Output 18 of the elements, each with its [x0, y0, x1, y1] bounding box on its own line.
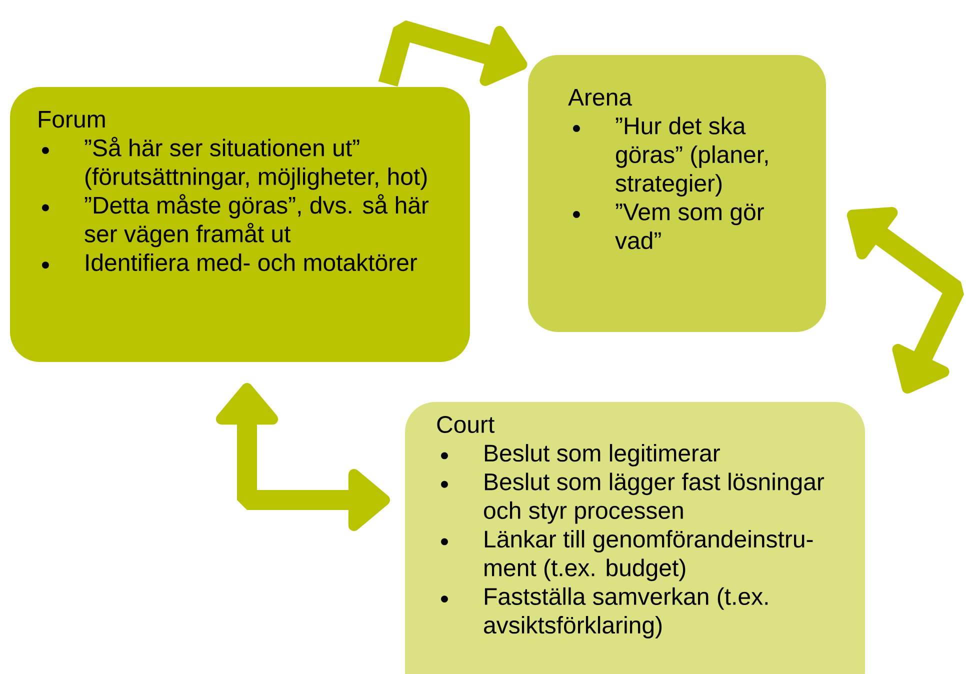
bullet-item: Identifiera med- och motaktörer	[42, 253, 418, 272]
bullet-item: ”Vem som gör vad”	[573, 204, 764, 250]
arrow	[846, 207, 966, 394]
arrow	[216, 383, 390, 532]
rounded-box	[10, 87, 470, 362]
bullet-item: Beslut som lägger fast lösningar och styr processen	[441, 472, 824, 524]
bullet-item: Länkar till genomförandeinstru- ment (t.ex. budget)	[441, 530, 813, 582]
bullet-item: Beslut som legitimerar	[441, 444, 720, 466]
bullet-item: Fastställa samverkan (t.ex. avsiktsförklaring)	[441, 587, 768, 638]
rounded-box	[528, 55, 826, 332]
arrow	[378, 20, 528, 87]
heading: Arena	[568, 89, 632, 106]
heading: Forum	[38, 111, 105, 128]
bullet-item: ”Så här ser situationen ut” (förutsättningar, möjligheter, hot)	[42, 136, 427, 190]
heading: Court	[437, 416, 495, 433]
bullet-item: ”Hur det ska göras” (planer, strategier)	[573, 116, 768, 196]
rounded-box	[405, 402, 866, 674]
bullet-item: ”Detta måste göras”, dvs. så här ser vägen framåt ut	[42, 194, 429, 248]
